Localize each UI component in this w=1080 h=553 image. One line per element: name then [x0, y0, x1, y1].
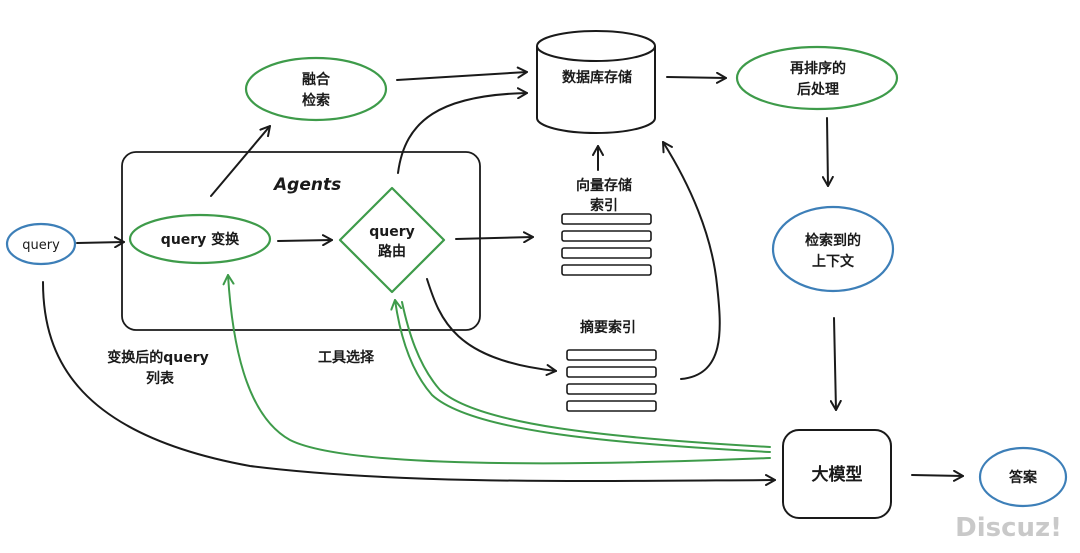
answer-node: 答案 — [978, 446, 1068, 508]
fusion-search-label-line1: 融合 — [302, 71, 331, 88]
vector-index-label-line1: 向量存储 — [576, 177, 632, 194]
fusion-search-label-line2: 检索 — [302, 92, 330, 109]
vector-index-node: 向量存储 索引 — [561, 177, 652, 276]
edge-llm-to-router-feedback — [390, 299, 771, 453]
query-router-label-line1: query — [369, 224, 415, 240]
summary-index-bar — [566, 383, 657, 395]
vector-index-bar — [561, 247, 652, 259]
transformed-query-list-line1: 变换后的query — [107, 349, 209, 366]
edge-router-to-database — [397, 87, 528, 174]
watermark: Discuz! — [955, 513, 1062, 543]
summary-index-bar — [566, 400, 657, 412]
edge-query-to-transform — [76, 236, 125, 249]
edge-rerank-to-context — [821, 117, 834, 187]
edge-fusion-to-database — [396, 66, 528, 81]
agents-label: Agents — [272, 175, 341, 195]
retrieved-context-label-line2: 上下文 — [812, 253, 855, 270]
query-router-node: query 路由 — [338, 186, 446, 294]
summary-index-bar — [566, 366, 657, 378]
query-node: query — [5, 222, 77, 266]
llm-label: 大模型 — [812, 464, 863, 485]
edge-summary-index-to-database — [662, 141, 721, 380]
vector-index-bar — [561, 213, 652, 225]
query-node-label: query — [22, 238, 60, 253]
edge-llm-to-answer — [911, 469, 964, 482]
edge-router-to-summary-index — [426, 278, 557, 376]
transformed-query-list-line2: 列表 — [146, 370, 175, 387]
retrieved-context-label-line1: 检索到的 — [805, 232, 861, 249]
vector-index-label-line2: 索引 — [590, 197, 618, 214]
edge-llm-to-transform-feedback — [222, 274, 771, 465]
llm-node: 大模型 — [782, 429, 892, 519]
edge-transform-to-router — [277, 234, 333, 247]
summary-index-node: 摘要索引 — [566, 319, 657, 412]
summary-index-label: 摘要索引 — [580, 319, 636, 336]
query-router-label-line2: 路由 — [378, 243, 406, 260]
database-storage-node: 数据库存储 — [536, 30, 656, 134]
tool-selection-label: 工具选择 — [318, 349, 375, 366]
retrieved-context-node: 检索到的 上下文 — [771, 205, 895, 293]
rerank-label-line2: 后处理 — [797, 81, 839, 98]
fusion-search-node: 融合 检索 — [244, 56, 388, 122]
query-transform-label: query 变换 — [161, 231, 240, 248]
vector-index-bar — [561, 264, 652, 276]
edge-llm-to-router-feedback-inner — [401, 301, 771, 448]
edge-transform-to-fusion — [210, 124, 271, 197]
rerank-label-line1: 再排序的 — [790, 60, 846, 77]
database-storage-label: 数据库存储 — [562, 69, 632, 86]
answer-label: 答案 — [1009, 469, 1038, 486]
rerank-postprocess-node: 再排序的 后处理 — [735, 45, 899, 111]
edge-context-to-llm — [829, 317, 842, 411]
edge-router-to-vector-index — [455, 231, 534, 244]
summary-index-bar — [566, 349, 657, 361]
vector-index-bar — [561, 230, 652, 242]
query-transform-node: query 变换 — [128, 213, 272, 265]
edge-database-to-rerank — [666, 71, 727, 84]
edge-query-to-llm — [42, 281, 776, 487]
